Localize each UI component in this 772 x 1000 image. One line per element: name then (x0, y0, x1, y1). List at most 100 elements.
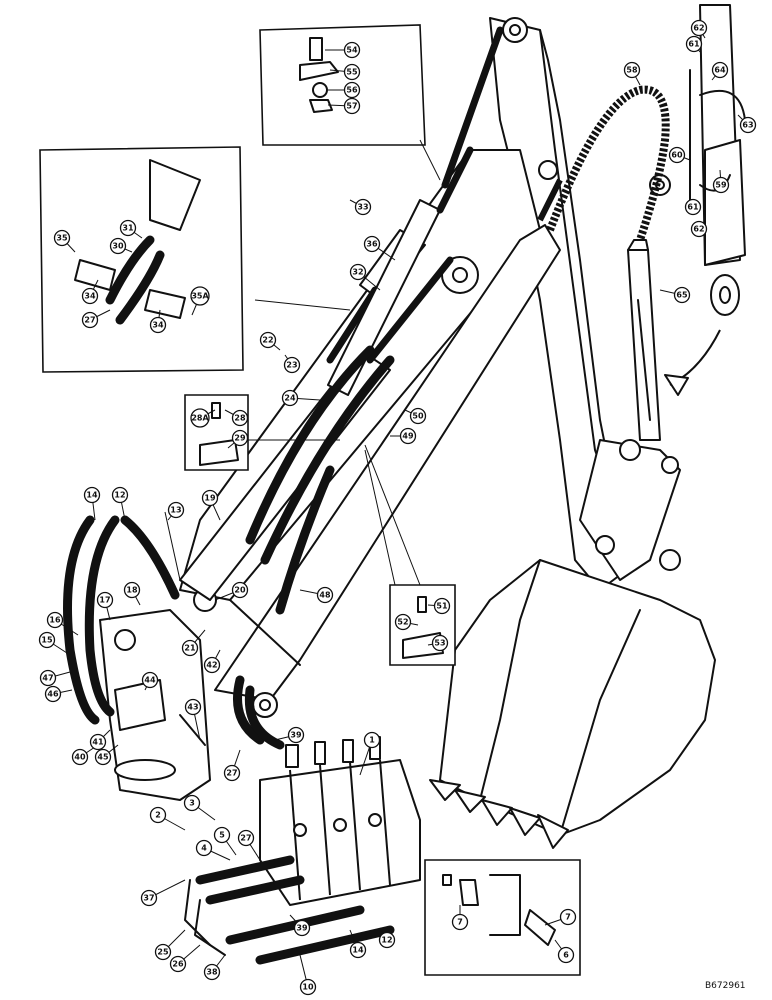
callout-circle (190, 408, 210, 428)
callout-circle (203, 656, 221, 674)
cylinder-detail (664, 4, 746, 396)
inset-valve-fittings (424, 859, 581, 976)
callout-circle (259, 331, 277, 349)
callout-number-c60: 60 (671, 151, 683, 160)
swing-tower (99, 609, 211, 801)
callout-circle (343, 81, 361, 99)
callout-circle (739, 116, 757, 134)
callout-circle (195, 839, 213, 857)
callout-number-c18: 18 (126, 586, 138, 595)
callout-circle (201, 489, 219, 507)
callout-circle (668, 146, 686, 164)
callout-circle (343, 63, 361, 81)
callout-circle (190, 286, 210, 306)
callout-number-c5: 5 (219, 831, 225, 840)
callout-circle (711, 61, 729, 79)
callout-number-c12a: 12 (114, 491, 125, 500)
callout-number-c41: 41 (92, 738, 104, 747)
callout-labels: 1234567710121213141415161718192021222324… (38, 19, 757, 996)
callout-circle (557, 946, 575, 964)
callout-circle (431, 634, 449, 652)
callout-circle (287, 726, 305, 744)
callout-circle (378, 931, 396, 949)
callout-number-c19: 19 (204, 494, 216, 503)
callout-number-c16: 16 (49, 616, 61, 625)
callout-circle (53, 229, 71, 247)
callout-number-c50: 50 (412, 412, 424, 421)
callout-number-c31: 31 (122, 224, 134, 233)
callout-circle (167, 501, 185, 519)
callout-circle (71, 748, 89, 766)
leader-lines (164, 139, 441, 586)
callout-number-c35a: 35A (191, 292, 209, 301)
callout-number-c23: 23 (286, 361, 297, 370)
callout-circle (451, 913, 469, 931)
callout-number-c61b: 61 (687, 203, 699, 212)
callout-circle (399, 427, 417, 445)
callout-circle (283, 356, 301, 374)
callout-number-c39b: 39 (296, 924, 308, 933)
callout-circle (712, 176, 730, 194)
callout-number-c27c: 27 (240, 834, 251, 843)
callout-number-c59: 59 (715, 181, 727, 190)
callout-number-c45: 45 (97, 753, 109, 762)
callout-circle (89, 733, 107, 751)
callout-number-c42: 42 (206, 661, 217, 670)
callout-number-c2: 2 (155, 811, 161, 820)
callout-circle (123, 581, 141, 599)
callout-number-c6: 6 (563, 951, 569, 960)
callout-number-c64: 64 (714, 66, 726, 75)
callout-number-c14a: 14 (86, 491, 98, 500)
callout-number-c15: 15 (41, 636, 53, 645)
callout-circle (94, 748, 112, 766)
callout-circle (231, 429, 249, 447)
callout-number-c27b: 27 (226, 769, 237, 778)
callout-number-c28: 28 (234, 414, 246, 423)
valve-hoses (184, 855, 395, 965)
callout-circle (237, 829, 255, 847)
callout-circle (673, 286, 691, 304)
callout-circle (623, 61, 641, 79)
callout-number-c32: 32 (352, 268, 363, 277)
bucket (429, 559, 716, 849)
callout-number-c34b: 34 (152, 321, 164, 330)
callout-number-c25: 25 (157, 948, 169, 957)
callout-number-c29: 29 (234, 434, 246, 443)
callout-circle (690, 220, 708, 238)
callout-circle (181, 639, 199, 657)
callout-circle (299, 978, 317, 996)
callout-circle (44, 685, 62, 703)
callout-number-c46: 46 (47, 690, 59, 699)
callout-circle (363, 731, 381, 749)
callout-circle (343, 97, 361, 115)
reference-code: B672961 (705, 981, 746, 991)
callout-circle (83, 486, 101, 504)
callout-number-c3: 3 (189, 799, 195, 808)
callout-number-c54: 54 (346, 46, 358, 55)
callout-circle (183, 794, 201, 812)
callout-number-c22: 22 (262, 336, 273, 345)
callout-circle (38, 631, 56, 649)
callout-number-c7a: 7 (565, 913, 571, 922)
callout-number-c62b: 62 (693, 225, 704, 234)
callout-circle (81, 311, 99, 329)
callout-circle (213, 826, 231, 844)
callout-circle (690, 19, 708, 37)
dipper-cylinder (327, 146, 474, 396)
spiral-guard-hose (537, 85, 670, 242)
callout-circle (559, 908, 577, 926)
callout-circle (203, 963, 221, 981)
callout-number-c38: 38 (206, 968, 218, 977)
callout-number-c37: 37 (143, 894, 154, 903)
callout-number-c30: 30 (112, 242, 124, 251)
callout-number-c53: 53 (434, 639, 445, 648)
callout-number-c43: 43 (187, 703, 198, 712)
callout-circle (184, 698, 202, 716)
callout-circle (363, 235, 381, 253)
callout-circle (81, 287, 99, 305)
callout-number-c7b: 7 (457, 918, 463, 927)
callout-circle (231, 581, 249, 599)
callout-circle (39, 669, 57, 687)
callout-number-c55: 55 (346, 68, 358, 77)
